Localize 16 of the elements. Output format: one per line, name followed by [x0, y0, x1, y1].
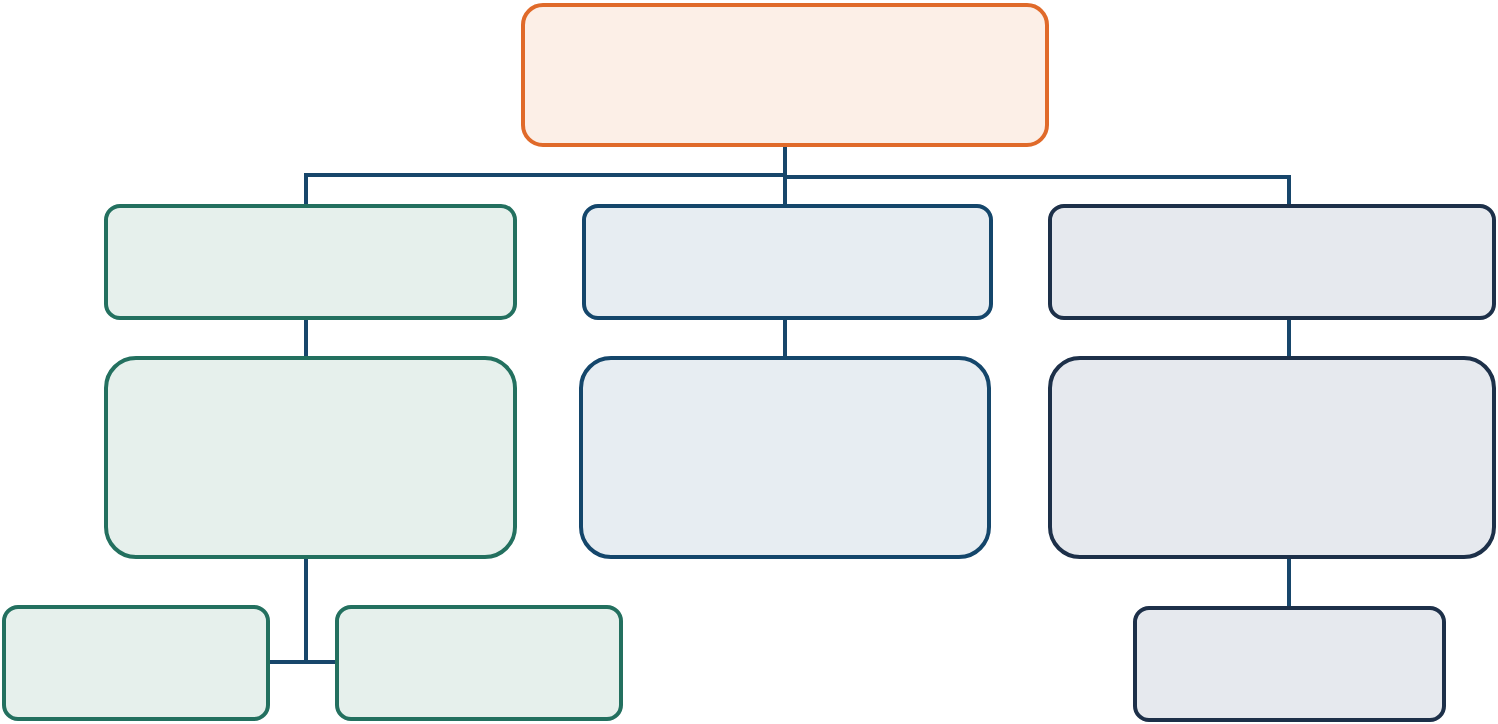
connector-line [783, 320, 787, 356]
connector-line [304, 559, 335, 664]
rounded-box [579, 356, 991, 559]
rounded-box [1048, 356, 1496, 559]
connector-line [1287, 320, 1291, 356]
rounded-box [582, 204, 993, 320]
rounded-box [2, 605, 270, 721]
rounded-box [104, 356, 517, 559]
connector-line [304, 320, 308, 356]
rounded-box [1133, 606, 1446, 722]
connector-line [783, 147, 1291, 204]
rounded-box [521, 3, 1049, 147]
rounded-box [104, 204, 517, 320]
rounded-box [1048, 204, 1496, 320]
connector-line [1287, 559, 1291, 606]
rounded-box [335, 605, 623, 721]
